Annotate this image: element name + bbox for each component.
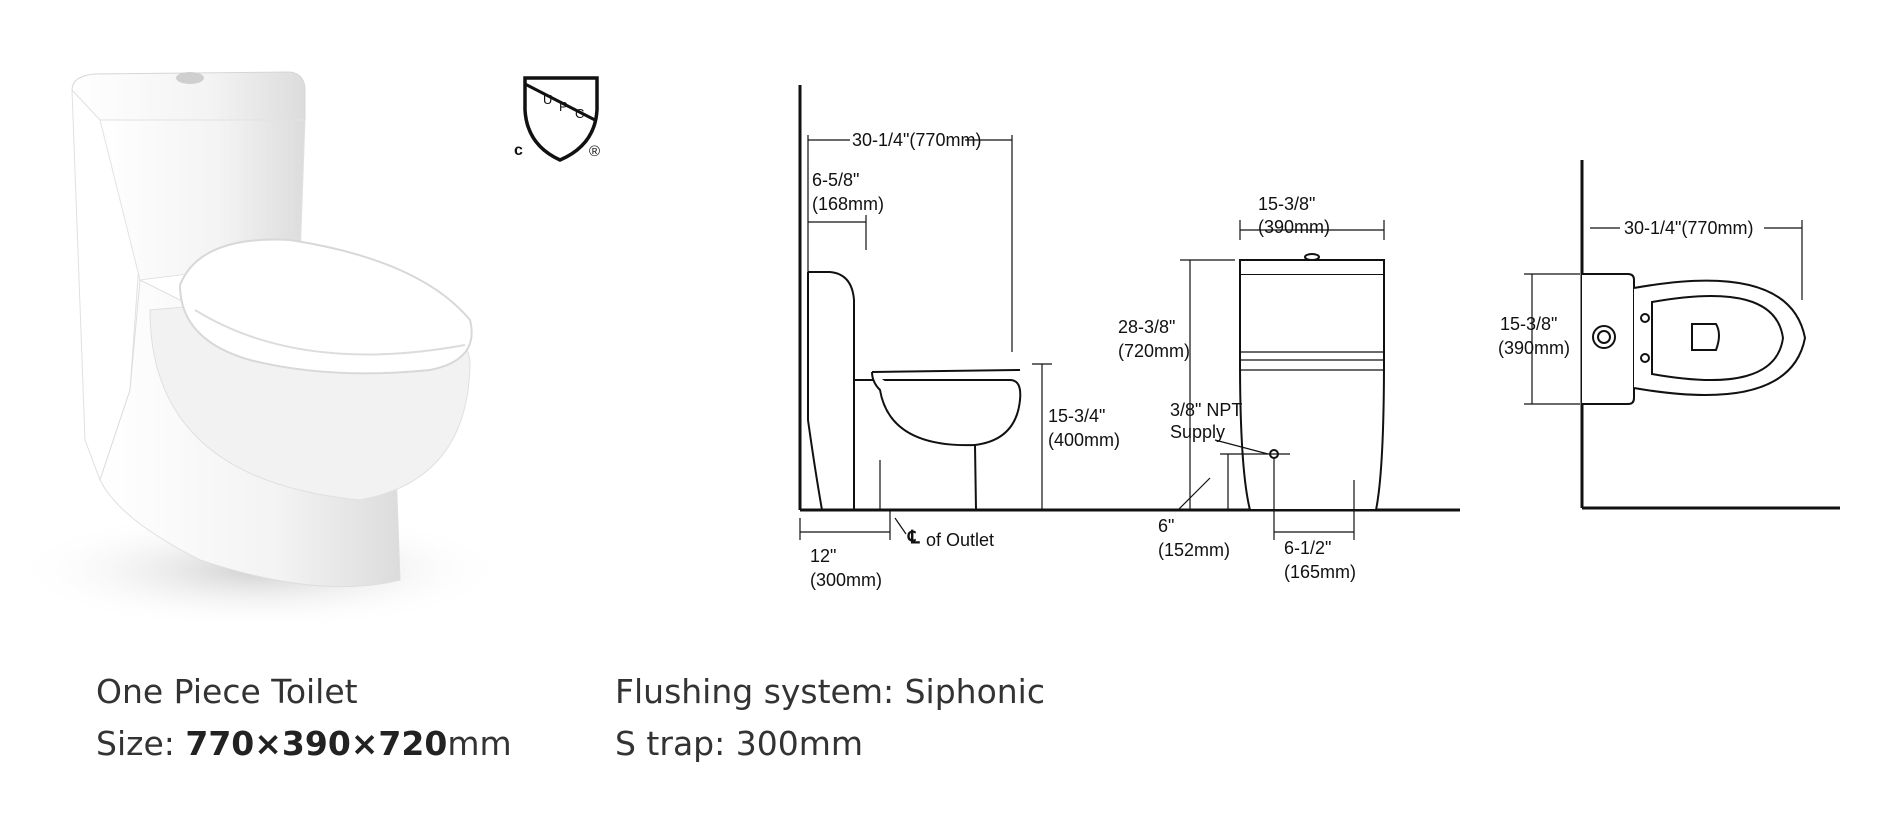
side-view: 30-1/4"(770mm) 6-5/8" (168mm) 15-3/4" (4… [798,85,1460,590]
size-label: Size: [96,724,186,763]
upc-certification-logo: U P C c ® [514,76,600,162]
rough-in-mm: (300mm) [810,570,882,590]
upc-letter-p: P [559,99,568,114]
toilet-photo [10,71,510,630]
upc-letter-u: U [543,92,552,107]
dimension-drawing: 30-1/4"(770mm) 6-5/8" (168mm) 15-3/4" (4… [798,85,1840,590]
upc-registered-mark: ® [589,143,600,160]
side-length-label: 30-1/4"(770mm) [852,130,981,150]
seat-height-in: 15-3/4" [1048,406,1105,426]
front-width-in: 15-3/8" [1258,194,1315,214]
top-view: 30-1/4"(770mm) 15-3/8" (390mm) [1498,160,1840,510]
supply-label-line2: Supply [1170,422,1225,442]
front-view: 15-3/8" (390mm) 28-3/8" (720mm) 3/8" NPT… [1118,194,1385,582]
product-size: Size: 770×390×720mm [96,724,512,763]
size-unit: mm [447,724,512,763]
tank-depth-in: 6-5/8" [812,170,859,190]
flushing-system: Flushing system: Siphonic [615,672,1045,711]
supply-offset-mm: (165mm) [1284,562,1356,582]
supply-height-mm: (152mm) [1158,540,1230,560]
seat-height-mm: (400mm) [1048,430,1120,450]
top-width-in: 15-3/8" [1500,314,1557,334]
top-length-label: 30-1/4"(770mm) [1624,218,1753,238]
front-height-mm: (720mm) [1118,341,1190,361]
product-name: One Piece Toilet [96,672,358,711]
front-height-in: 28-3/8" [1118,317,1175,337]
tank-depth-mm: (168mm) [812,194,884,214]
upc-letter-c: C [575,106,584,121]
rough-in-in: 12" [810,546,836,566]
top-width-mm: (390mm) [1498,338,1570,358]
supply-label-line1: 3/8" NPT [1170,400,1242,420]
front-width-mm: (390mm) [1258,217,1330,237]
centerline-symbol: ℄ [907,527,920,547]
supply-offset-in: 6-1/2" [1284,538,1331,558]
s-trap: S trap: 300mm [615,724,863,763]
size-value: 770×390×720 [185,724,448,763]
supply-height-in: 6" [1158,516,1174,536]
outlet-label: of Outlet [926,530,994,550]
upc-c-prefix: c [514,142,523,159]
